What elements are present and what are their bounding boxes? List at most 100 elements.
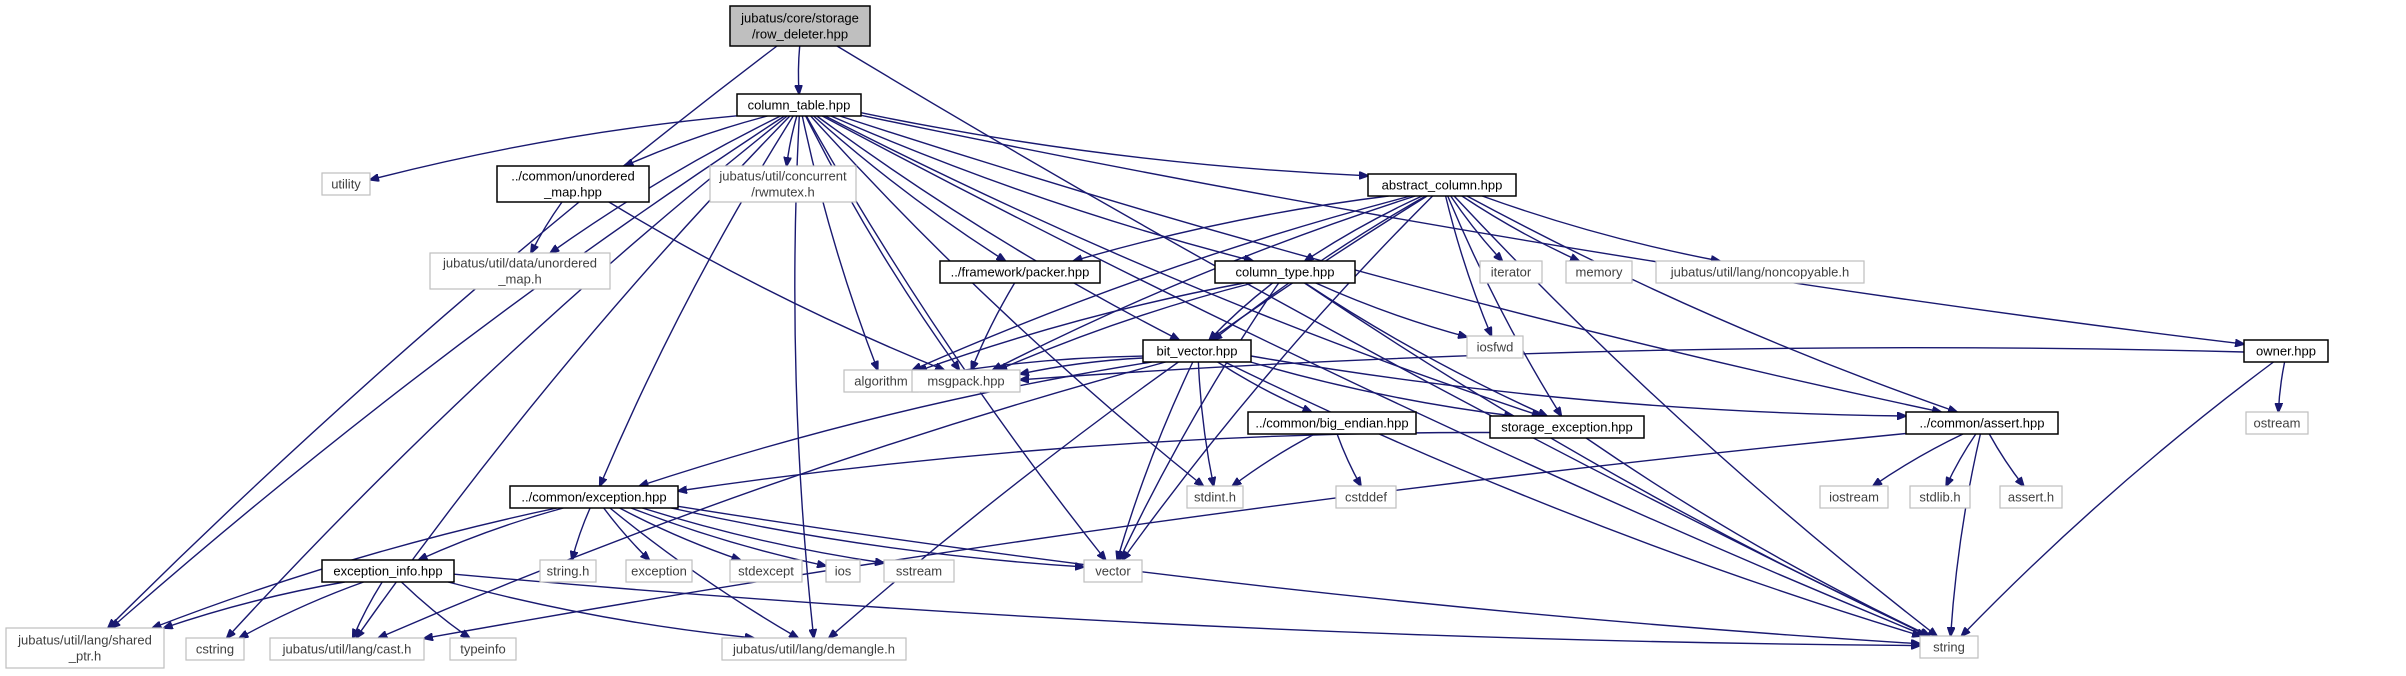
edge-abstract_column-to-algorithm <box>913 195 1411 370</box>
node-unordered_map_hpp[interactable]: ../common/unordered_map.hpp <box>496 165 650 203</box>
node-exception_info[interactable]: exception_info.hpp <box>321 559 455 583</box>
node-box-string <box>1919 635 1979 659</box>
node-box-stdint <box>1186 485 1244 509</box>
edges-layer <box>108 45 2286 646</box>
node-typeinfo: typeinfo <box>449 637 517 661</box>
edge-column_table-to-bit_vector <box>816 115 1179 340</box>
edge-exception_hpp-to-stdexcept <box>619 507 741 560</box>
edge-abstract_column-to-msgpack <box>993 195 1416 370</box>
edge-root-to-shared_ptr <box>108 45 778 628</box>
node-owner[interactable]: owner.hpp <box>2243 339 2329 363</box>
node-sstream: sstream <box>883 559 955 583</box>
node-box-msgpack <box>911 369 1021 393</box>
node-box-owner <box>2243 339 2329 363</box>
edge-exception_hpp-to-vector <box>670 507 1084 567</box>
node-assert_hpp[interactable]: ../common/assert.hpp <box>1905 411 2059 435</box>
node-label-column_type-line-0: column_type.hpp <box>1235 265 1334 280</box>
edge-exception_info-to-typeinfo <box>400 581 469 638</box>
edge-owner-to-ostream <box>2278 361 2286 412</box>
edge-column_type-to-vector <box>1119 282 1280 560</box>
node-box-storage_exception <box>1489 415 1645 439</box>
edge-exception_info-to-demangle <box>447 581 754 638</box>
node-exception_hpp[interactable]: ../common/exception.hpp <box>509 485 679 509</box>
edge-owner-to-string <box>1962 361 2274 636</box>
node-box-utility <box>321 172 371 196</box>
node-root[interactable]: jubatus/core/storage/row_deleter.hpp <box>729 5 871 47</box>
node-box-data_unordered_map <box>429 252 611 290</box>
edge-abstract_column-to-column_type <box>1305 195 1423 261</box>
node-box-memory <box>1565 260 1633 284</box>
node-abstract_column[interactable]: abstract_column.hpp <box>1367 173 1517 197</box>
node-big_endian[interactable]: ../common/big_endian.hpp <box>1247 411 1417 435</box>
edge-exception_info-to-cast <box>353 581 383 638</box>
node-label-stdint-line-0: stdint.h <box>1194 490 1236 505</box>
edge-bit_vector-to-string <box>1224 361 1921 636</box>
edge-column_table-to-exception_hpp <box>600 115 794 486</box>
edge-abstract_column-to-vector <box>1122 195 1434 560</box>
node-label-utility-line-0: utility <box>331 177 361 192</box>
edge-exception_hpp-to-demangle <box>609 507 798 638</box>
node-label-cstddef-line-0: cstddef <box>1345 490 1387 505</box>
node-box-exception_hpp <box>509 485 679 509</box>
edge-big_endian-to-cstddef <box>1336 433 1361 486</box>
edge-exception_hpp-to-exception_info <box>419 507 564 560</box>
edge-exception_hpp-to-string_h <box>572 507 591 560</box>
node-box-packer <box>939 260 1101 284</box>
edge-column_table-to-cstring <box>227 115 788 638</box>
node-box-rwmutex <box>709 165 857 203</box>
edge-abstract_column-to-assert_hpp <box>1466 195 1957 412</box>
node-label-rwmutex-line-1: /rwmutex.h <box>751 185 815 200</box>
node-box-string_h <box>539 559 597 583</box>
edge-column_table-to-unordered_map_hpp <box>625 115 768 166</box>
node-label-cstring-line-0: cstring <box>196 642 234 657</box>
edge-column_table-to-assert_hpp <box>839 115 1941 412</box>
edge-bit_vector-to-exception_hpp <box>639 361 1152 486</box>
node-label-assert_hpp-line-0: ../common/assert.hpp <box>1920 416 2045 431</box>
edge-column_table-to-packer <box>813 115 1006 261</box>
node-label-msgpack-line-0: msgpack.hpp <box>927 374 1004 389</box>
edge-column_table-to-msgpack <box>805 115 960 370</box>
node-box-column_table <box>736 93 862 117</box>
node-box-stdlib <box>1909 485 1971 509</box>
node-noncopyable: jubatus/util/lang/noncopyable.h <box>1655 260 1865 284</box>
node-column_type[interactable]: column_type.hpp <box>1214 260 1356 284</box>
node-box-vector <box>1083 559 1143 583</box>
node-packer[interactable]: ../framework/packer.hpp <box>939 260 1101 284</box>
node-label-assert_h-line-0: assert.h <box>2008 490 2054 505</box>
edge-big_endian-to-stdint <box>1232 433 1315 486</box>
node-storage_exception[interactable]: storage_exception.hpp <box>1489 415 1645 439</box>
edge-exception_info-to-string <box>453 573 1920 645</box>
node-label-unordered_map_hpp-line-1: _map.hpp <box>543 185 602 200</box>
node-label-iostream-line-0: iostream <box>1829 490 1879 505</box>
node-label-algorithm-line-0: algorithm <box>854 374 907 389</box>
edge-column_table-to-string <box>821 115 1925 636</box>
edge-abstract_column-to-noncopyable <box>1481 195 1720 261</box>
edge-exception_hpp-to-string <box>677 505 1920 644</box>
node-label-data_unordered_map-line-0: jubatus/util/data/unordered <box>442 256 597 271</box>
edge-assert_hpp-to-stdlib <box>1946 433 1977 486</box>
edge-abstract_column-to-memory <box>1461 195 1579 261</box>
node-box-noncopyable <box>1655 260 1865 284</box>
node-column_table[interactable]: column_table.hpp <box>736 93 862 117</box>
node-bit_vector[interactable]: bit_vector.hpp <box>1142 339 1252 363</box>
node-box-abstract_column <box>1367 173 1517 197</box>
node-label-shared_ptr-line-0: jubatus/util/lang/shared <box>17 633 152 648</box>
node-box-demangle <box>721 637 907 661</box>
node-box-cast <box>269 637 425 661</box>
node-label-iterator-line-0: iterator <box>1491 265 1532 280</box>
edge-bit_vector-to-vector <box>1117 361 1194 560</box>
node-label-noncopyable-line-0: jubatus/util/lang/noncopyable.h <box>1670 265 1850 280</box>
node-memory: memory <box>1565 260 1633 284</box>
edge-bit_vector-to-storage_exception <box>1250 361 1514 416</box>
node-algorithm: algorithm <box>843 369 919 393</box>
nodes-layer: jubatus/core/storage/row_deleter.hppcolu… <box>5 5 2329 669</box>
node-string_h: string.h <box>539 559 597 583</box>
edge-abstract_column-to-storage_exception <box>1447 195 1562 416</box>
edge-packer-to-msgpack <box>971 282 1016 370</box>
edge-bit_vector-to-assert_hpp <box>1250 355 1906 416</box>
node-label-abstract_column-line-0: abstract_column.hpp <box>1382 178 1503 193</box>
node-box-cstddef <box>1335 485 1397 509</box>
edge-column_type-to-bit_vector <box>1209 282 1274 340</box>
node-label-packer-line-0: ../framework/packer.hpp <box>951 265 1090 280</box>
node-label-big_endian-line-0: ../common/big_endian.hpp <box>1255 416 1408 431</box>
